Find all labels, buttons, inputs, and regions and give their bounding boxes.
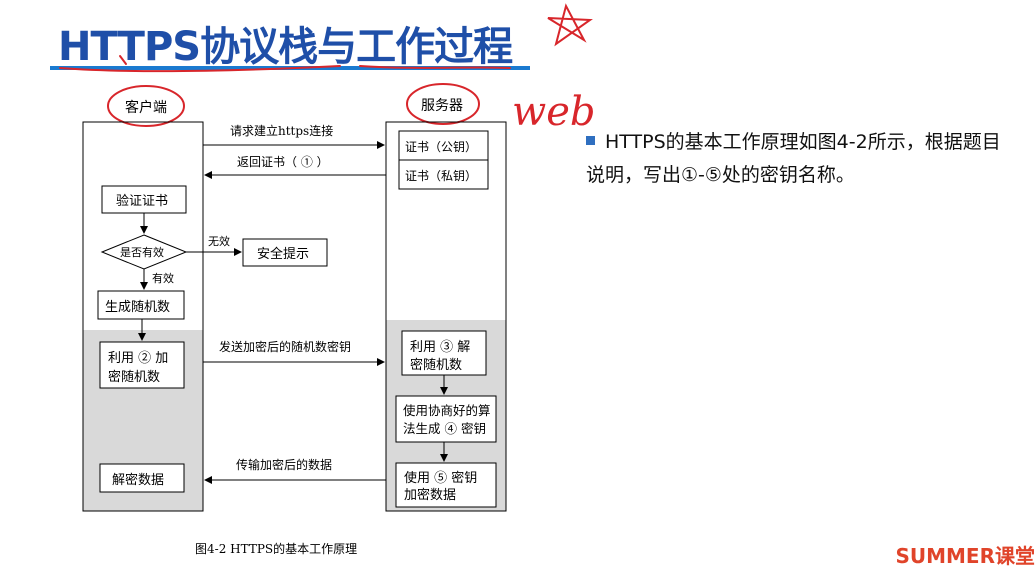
decrypt-random-line1: 利用 ③ 解 [410, 340, 470, 355]
verify-cert-box [101, 185, 187, 214]
is-valid: 是否有效 [120, 245, 164, 259]
encrypt-data-box [395, 462, 497, 508]
encrypt-random-box [99, 341, 185, 389]
title-slash [119, 55, 127, 65]
figure-caption: 图4-2 HTTPS的基本工作原理 [195, 541, 357, 556]
gen-random-box [97, 290, 185, 320]
decrypt-random-line2: 密随机数 [410, 357, 462, 373]
encrypt-data-line2: 加密数据 [404, 487, 456, 503]
valid-label: 有效 [152, 271, 174, 285]
bullet-icon [586, 136, 595, 145]
msg-send-encrypted-key: 发送加密后的随机数密钥 [219, 339, 351, 354]
security-alert-box [242, 238, 328, 267]
client-label: 客户端 [125, 99, 167, 116]
decrypt-data-box [99, 463, 185, 493]
logo-text: SUMMER课堂 [895, 544, 1035, 568]
invalid-label: 无效 [208, 234, 230, 248]
server-label: 服务器 [421, 98, 463, 114]
gen-key-box [395, 395, 497, 443]
decrypt-data: 解密数据 [112, 472, 164, 488]
client-lane [82, 121, 204, 512]
msg-return-cert: 返回证书（ ① ） [237, 155, 329, 169]
question-text-content: HTTPS的基本工作原理如图4-2所示，根据题目说明，写出①-⑤处的密钥名称。 [586, 131, 1001, 186]
star-doodle [547, 3, 593, 47]
verify-cert: 验证证书 [116, 193, 168, 209]
security-alert: 安全提示 [257, 246, 309, 262]
server-cert-public: 证书（公钥） [405, 140, 477, 154]
handwritten-web: web [512, 89, 596, 135]
red-annotations [59, 3, 593, 127]
gen-key-line2: 法生成 ④ 密钥 [403, 421, 486, 436]
encrypt-random-line2: 密随机数 [108, 369, 160, 385]
gen-key-line1: 使用协商好的算 [403, 403, 491, 418]
gen-random: 生成随机数 [105, 300, 170, 315]
client-circle [107, 85, 185, 127]
encrypt-data-line1: 使用 ⑤ 密钥 [404, 470, 477, 486]
title-red-underline [59, 65, 511, 73]
server-lane [385, 121, 507, 512]
server-cert-private: 证书（私钥） [405, 169, 477, 183]
server-circle [406, 83, 480, 125]
question-text: HTTPS的基本工作原理如图4-2所示，根据题目说明，写出①-⑤处的密钥名称。 [586, 126, 1006, 192]
decrypt-random-box [401, 330, 487, 376]
msg-request: 请求建立https连接 [230, 123, 333, 138]
encrypt-random-line1: 利用 ② 加 [108, 351, 168, 366]
slide-title: HTTPS协议栈与工作过程 [58, 24, 513, 70]
msg-transfer: 传输加密后的数据 [236, 457, 332, 472]
